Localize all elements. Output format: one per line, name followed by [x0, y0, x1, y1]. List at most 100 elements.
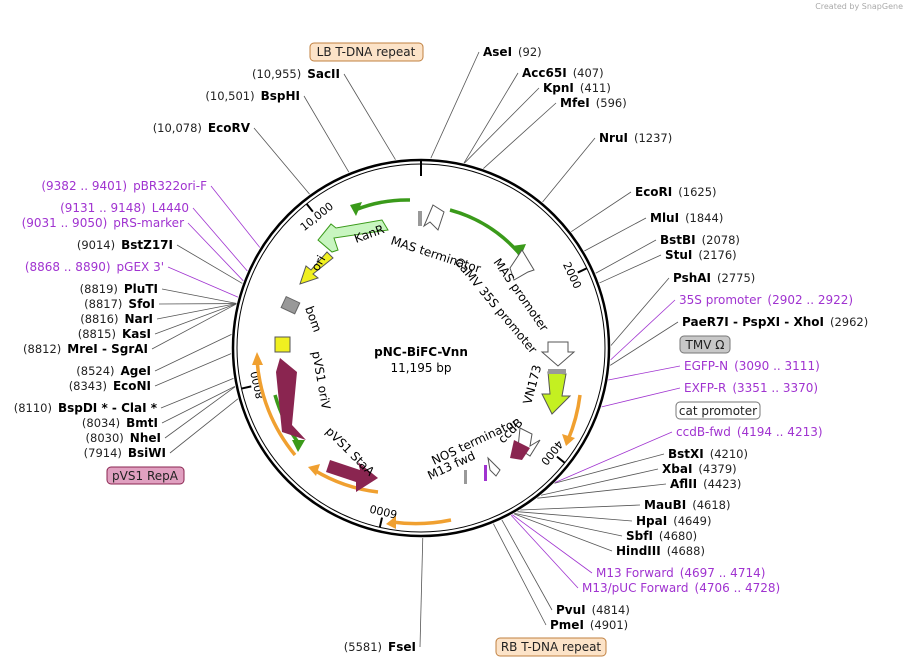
- pvs1-repa-box: [106, 466, 185, 485]
- primer-4-text: M13 Forward(4697 .. 4714): [596, 566, 765, 580]
- rb-tdna-box: [495, 637, 607, 657]
- enzyme-left-9-leader: [154, 334, 232, 372]
- cat-promoter-label: cat promoter: [679, 404, 757, 418]
- primer-3: ccdB-fwd(4194 .. 4213): [676, 425, 823, 439]
- orange-arc-bottom: [391, 518, 452, 526]
- tick-10,000: [305, 203, 314, 213]
- enzyme-19: PmeI(4901): [550, 618, 628, 632]
- enzyme-left-2: (10,078)EcoRV: [153, 121, 251, 135]
- enzyme-left-7-text: (8815)KasI: [78, 327, 151, 341]
- leader-lines: [151, 51, 681, 648]
- arrowhead-green-1: [350, 202, 362, 216]
- arrowhead-green-3: [292, 440, 305, 452]
- enzyme-2: KpnI(411): [543, 81, 611, 95]
- primer-2-leader: [601, 387, 681, 408]
- enzyme-left-13-text: (8030)NheI: [86, 431, 161, 445]
- enzyme-5-leader: [571, 191, 632, 233]
- enzyme-13-text: AflII(4423): [670, 477, 741, 491]
- enzyme-left-6-leader: [156, 303, 237, 320]
- enzyme-0-text: AseI(92): [483, 45, 542, 59]
- ccdb-arrow: [510, 440, 530, 460]
- enzyme-6-leader: [584, 217, 647, 252]
- arrowhead-orange-2: [386, 516, 396, 529]
- m13-primer-mark: [484, 465, 487, 481]
- enzyme-8: StuI(2176): [665, 248, 737, 262]
- ori-label: ori: [308, 253, 328, 274]
- enzyme-left-10-text: (8343)EcoNI: [69, 379, 151, 393]
- cat-promoter-box: [675, 401, 761, 420]
- enzyme-left-10: (8343)EcoNI: [69, 379, 151, 393]
- enzyme-left-1-text: (10,501)BspHI: [205, 89, 300, 103]
- enzyme-left-1-leader: [303, 95, 350, 173]
- green-arc-kanr: [354, 198, 411, 212]
- enzyme-0: AseI(92): [483, 45, 542, 59]
- enzyme-left-4-text: (8819)PluTI: [80, 282, 158, 296]
- enzyme-left-13: (8030)NheI: [86, 431, 161, 445]
- ori-arrow: [299, 251, 334, 285]
- pvs1-repa-label: pVS1 RepA: [112, 469, 179, 483]
- enzyme-left-0-leader: [343, 73, 396, 160]
- enzyme-14-leader: [520, 504, 641, 511]
- enzyme-left-8-leader: [151, 303, 237, 350]
- enzyme-left-3-text: (9014)BstZ17I: [77, 238, 173, 252]
- enzyme-11-leader: [554, 453, 665, 484]
- enzyme-left-11-text: (8110)BspDI * - ClaI *: [14, 401, 158, 415]
- primer-0-text: 35S promoter(2902 .. 2922): [679, 293, 853, 307]
- enzyme-left-5: (8817)SfoI: [84, 297, 155, 311]
- primer-0: 35S promoter(2902 .. 2922): [679, 293, 853, 307]
- enzyme-15-text: HpaI(4649): [636, 514, 711, 528]
- enzyme-left-3: (9014)BstZ17I: [77, 238, 173, 252]
- primer-left-2-leader: [187, 222, 244, 282]
- primer-5-leader: [510, 514, 579, 589]
- enzyme-6: MluI(1844): [650, 211, 723, 225]
- primer-left-0-text: (9382 .. 9401)pBR322ori-F: [41, 179, 207, 193]
- enzyme-left-0-text: (10,955)SacII: [252, 67, 340, 81]
- arrowhead-green-2: [512, 244, 526, 258]
- orange-arc-left: [255, 359, 297, 457]
- enzyme-8-text: StuI(2176): [665, 248, 737, 262]
- enzyme-12: XbaI(4379): [662, 462, 737, 476]
- tick-4000: [556, 455, 566, 464]
- enzyme-15-leader: [517, 511, 633, 522]
- enzyme-2-text: KpnI(411): [543, 81, 611, 95]
- enzyme-2-leader: [464, 87, 540, 164]
- enzyme-left-14-text: (7914)BsiWI: [84, 446, 166, 460]
- enzyme-16: SbfI(4680): [626, 529, 697, 543]
- enzyme-15: HpaI(4649): [636, 514, 711, 528]
- enzyme-left-15-text: (5581)FseI: [344, 640, 416, 654]
- arrowhead-orange-1: [562, 434, 575, 446]
- orange-arc-low: [313, 468, 379, 494]
- enzyme-8-leader: [599, 254, 662, 284]
- enzyme-left-5-text: (8817)SfoI: [84, 297, 155, 311]
- primer-left-3-text: (8868 .. 8890)pGEX 3': [25, 260, 164, 274]
- yellow-small-box: [274, 336, 291, 353]
- kanr-arrow: [317, 219, 389, 253]
- plasmid-length: 11,195 bp: [390, 361, 451, 375]
- pvs1-oriv-label: pVS1 oriV: [309, 350, 333, 411]
- enzyme-10-text: PaeR7I - PspXI - XhoI(2962): [682, 315, 868, 329]
- primer-left-2: (9031 .. 9050)pRS-marker: [22, 216, 184, 230]
- enzyme-18-text: PvuI(4814): [556, 603, 630, 617]
- primer-4-leader: [512, 514, 593, 574]
- enzyme-19-text: PmeI(4901): [550, 618, 628, 632]
- enzyme-5-text: EcoRI(1625): [635, 185, 717, 199]
- tick-label-1: 4000: [538, 438, 566, 468]
- enzyme-left-1: (10,501)BspHI: [205, 89, 300, 103]
- tmv-label: TMV Ω: [685, 338, 725, 352]
- enzyme-left-7: (8815)KasI: [78, 327, 151, 341]
- enzyme-left-2-leader: [253, 127, 310, 195]
- pvs1-oriv-arrow: [276, 358, 306, 440]
- enzyme-left-8-text: (8812)MreI - SgrAI: [23, 342, 148, 356]
- pvs1-staa-arrow: [326, 460, 378, 492]
- primer-left-0-leader: [210, 185, 261, 248]
- enzyme-14: MauBI(4618): [644, 498, 730, 512]
- enzyme-9-text: PshAI(2775): [673, 271, 755, 285]
- rb-marker: [464, 470, 467, 484]
- enzyme-4: NruI(1237): [599, 131, 672, 145]
- primer-left-3-leader: [167, 266, 239, 298]
- enzyme-17-leader: [513, 513, 613, 552]
- vn173-label: VN173: [520, 363, 544, 405]
- enzyme-12-leader: [540, 468, 659, 496]
- enzyme-14-text: MauBI(4618): [644, 498, 730, 512]
